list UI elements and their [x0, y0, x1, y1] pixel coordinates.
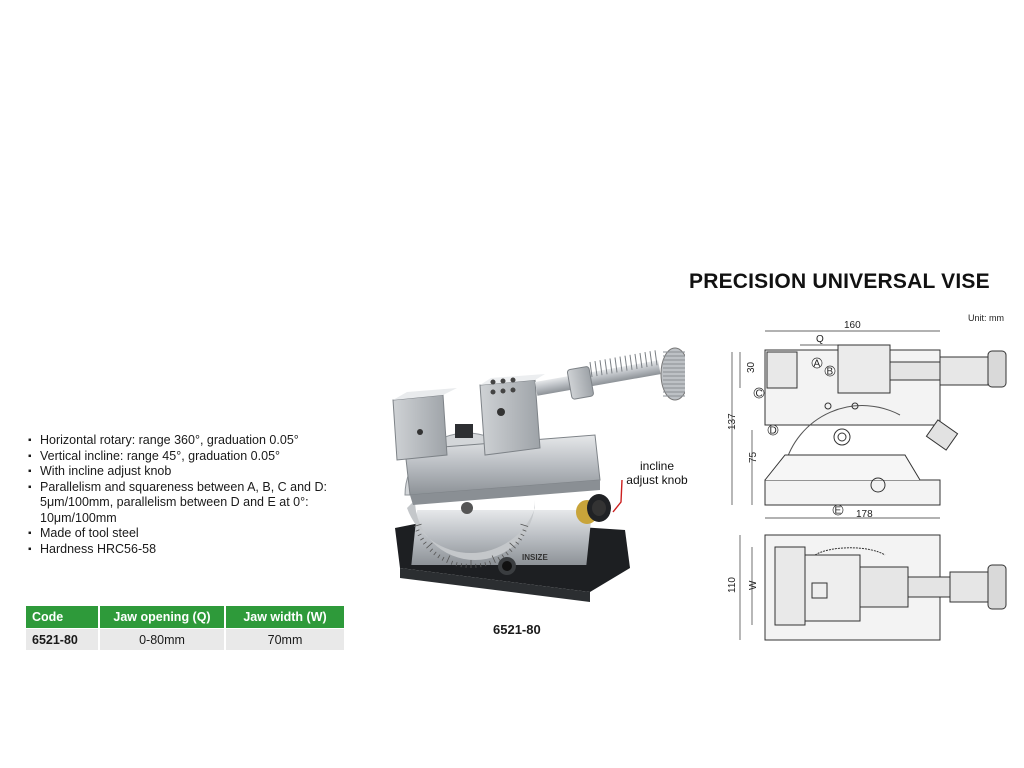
dim-jaw-height: 30	[746, 361, 757, 373]
header-code: Code	[26, 606, 100, 629]
front-view	[764, 344, 1007, 506]
svg-text:A: A	[814, 359, 821, 370]
top-view	[764, 534, 1007, 641]
svg-text:B: B	[827, 367, 834, 378]
cell-jaw-width: 70mm	[225, 628, 346, 650]
unit-label: Unit: mm	[968, 313, 1004, 323]
list-item: Hardness HRC56-58	[28, 542, 373, 558]
feature-list: Horizontal rotary: range 360°, graduatio…	[28, 433, 373, 557]
table-row: 6521-80 0-80mm 70mm	[26, 628, 346, 650]
dim-jaw-opening: Q	[816, 334, 824, 345]
dim-length-top: 160	[844, 320, 861, 331]
dim-base-height: 75	[748, 451, 759, 463]
page-title: PRECISION UNIVERSAL VISE	[689, 270, 990, 293]
header-jaw-opening: Jaw opening (Q)	[99, 606, 226, 629]
brand-logo: INSIZE	[522, 553, 548, 562]
dim-total-height: 137	[727, 413, 738, 430]
cell-jaw-opening: 0-80mm	[99, 628, 226, 650]
list-item: Vertical incline: range 45°, graduation …	[28, 449, 373, 465]
list-item: Horizontal rotary: range 360°, graduatio…	[28, 433, 373, 449]
list-item: Parallelism and squareness between A, B,…	[28, 480, 373, 527]
dimension-lines	[731, 330, 940, 640]
svg-text:E: E	[835, 506, 842, 517]
callout-line	[612, 479, 623, 513]
svg-text:D: D	[770, 426, 777, 437]
svg-text:C: C	[756, 389, 763, 400]
list-item: Made of tool steel	[28, 526, 373, 542]
photo-caption: 6521-80	[493, 622, 541, 637]
lead-screw	[535, 350, 661, 400]
movable-jaw	[479, 374, 545, 456]
list-item: With incline adjust knob	[28, 464, 373, 480]
header-jaw-width: Jaw width (W)	[225, 606, 346, 629]
vise-base	[395, 510, 630, 602]
fixed-jaw	[392, 388, 473, 461]
spec-table: Code Jaw opening (Q) Jaw width (W) 6521-…	[26, 606, 346, 650]
reference-marks: A B C D E	[753, 357, 844, 517]
knob-callout-label: incline adjust knob	[626, 459, 688, 487]
technical-drawing: 160 Q 30 137 75 178 110 W A B C D E	[727, 320, 1007, 641]
incline-adjust-knob	[576, 494, 611, 524]
cell-code: 6521-80	[26, 628, 100, 650]
handwheel-icon	[660, 347, 685, 401]
table-header-row: Code Jaw opening (Q) Jaw width (W)	[26, 606, 346, 629]
dim-base-length: 178	[856, 509, 873, 520]
dim-width: W	[748, 580, 759, 590]
vise-photo: INSIZE	[392, 347, 685, 602]
dim-depth: 110	[727, 577, 738, 593]
